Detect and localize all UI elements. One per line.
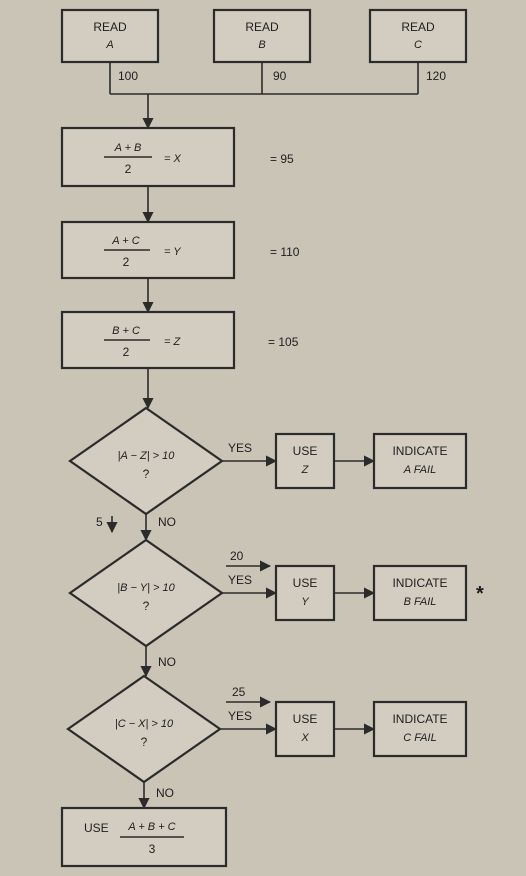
value-a: 100 [118, 69, 138, 83]
decision-1-yes-label: YES [228, 441, 252, 455]
use-average-label: USE [84, 821, 109, 835]
decision-2-yes-label: YES [228, 573, 252, 587]
read-c-variable: C [414, 39, 422, 51]
fail-a-box: INDICATE A FAIL [372, 432, 468, 490]
fail-a-line2: A FAIL [403, 464, 436, 476]
read-b-box: READ B [212, 8, 312, 64]
calc-y-box: A + C 2 = Y [60, 220, 236, 280]
fail-b-box: INDICATE B FAIL [372, 564, 468, 622]
read-c-box: READ C [368, 8, 468, 64]
decision-2-question: ? [143, 599, 150, 613]
calc-x-assign: = X [164, 153, 181, 165]
calc-y-numerator: A + C [111, 235, 139, 247]
value-c: 120 [426, 69, 446, 83]
decision-3-condition: |C − X| > 10 [115, 718, 174, 730]
calc-z-box: B + C 2 = Z [60, 310, 236, 370]
calc-z-numerator: B + C [112, 325, 140, 337]
calc-z-assign: = Z [164, 336, 181, 348]
use-average-box: USE A + B + C 3 [60, 806, 228, 868]
calc-y-result: = 110 [270, 245, 300, 259]
decision-1-side-note: 5 [96, 515, 103, 529]
use-z-variable: Z [301, 464, 310, 476]
use-z-label: USE [293, 444, 318, 458]
fail-c-line1: INDICATE [392, 712, 447, 726]
calc-y-assign: = Y [164, 246, 181, 258]
read-a-box: READ A [60, 8, 160, 64]
calc-z-denominator: 2 [123, 345, 130, 359]
use-average-denominator: 3 [149, 842, 156, 856]
calc-z-result: = 105 [268, 335, 299, 349]
calc-x-denominator: 2 [125, 162, 132, 176]
read-b-variable: B [258, 39, 265, 51]
calc-x-numerator: A + B [114, 142, 142, 154]
decision-3-diamond: |C − X| > 10 ? [66, 674, 222, 784]
value-b: 90 [273, 69, 287, 83]
decision-1-condition: |A − Z| > 10 [118, 450, 176, 462]
fail-a-line1: INDICATE [392, 444, 447, 458]
decision-1-question: ? [143, 467, 150, 481]
read-a-variable: A [105, 39, 113, 51]
fail-b-line1: INDICATE [392, 576, 447, 590]
decision-2-diamond: |B − Y| > 10 ? [68, 538, 224, 648]
fail-c-box: INDICATE C FAIL [372, 700, 468, 758]
calc-y-denominator: 2 [123, 255, 130, 269]
use-y-box: USE Y [274, 564, 336, 622]
read-b-label: READ [245, 20, 279, 34]
use-y-label: USE [293, 576, 318, 590]
decision-1-no-label: NO [158, 515, 176, 529]
decision-3-yes-label: YES [228, 709, 252, 723]
calc-x-result: = 95 [270, 152, 294, 166]
read-a-label: READ [93, 20, 127, 34]
use-average-numerator: A + B + C [127, 821, 175, 833]
use-x-variable: X [300, 732, 309, 744]
decision-3-question: ? [141, 735, 148, 749]
use-y-variable: Y [301, 596, 309, 608]
decision-3-no-label: NO [156, 786, 174, 800]
decision-3-side-note: 25 [232, 685, 246, 699]
decision-1-diamond: |A − Z| > 10 ? [68, 406, 224, 516]
fail-b-line2: B FAIL [404, 596, 437, 608]
use-x-label: USE [293, 712, 318, 726]
use-x-box: USE X [274, 700, 336, 758]
fail-c-line2: C FAIL [403, 732, 436, 744]
use-z-box: USE Z [274, 432, 336, 490]
decision-2-condition: |B − Y| > 10 [117, 582, 175, 594]
calc-x-box: A + B 2 = X [60, 126, 236, 188]
decision-2-no-label: NO [158, 655, 176, 669]
decision-2-side-note: 20 [230, 549, 244, 563]
asterisk-mark: * [476, 583, 484, 605]
read-c-label: READ [401, 20, 435, 34]
